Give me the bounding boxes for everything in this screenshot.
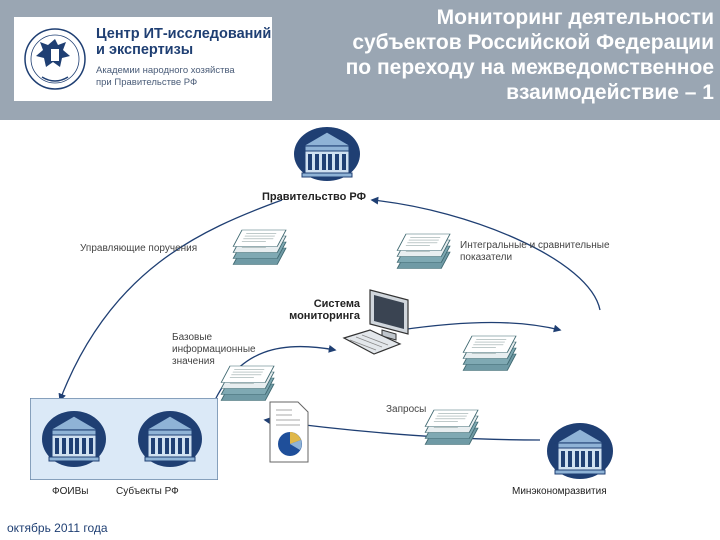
title-line-3: по переходу на межведомственное [345,56,714,79]
title-line-4: взаимодействие – 1 [506,81,714,104]
emblem-icon [24,28,86,90]
indicators-line-1: Интегральные и сравнительные [460,240,610,251]
system-label: Система мониторинга [272,298,360,322]
computer-icon [342,289,409,355]
report-document-icon [269,401,309,463]
institution-logo: Центр ИТ-исследований и экспертизы Акаде… [14,17,272,101]
government-building-icon [294,127,360,181]
base-values-line-3: значения [172,356,215,367]
requests-label: Запросы [386,404,427,415]
foiv-building-icon [42,411,106,467]
agencies-panel [30,398,218,480]
arrow-system-ministry [399,321,562,333]
ministry-building-icon [547,423,613,479]
arrow-indicators [370,196,601,311]
footer-date: октябрь 2011 года [0,514,160,540]
logo-line-3: Академии народного хозяйства [96,65,235,76]
indicators-doc-stack-icon [396,233,451,269]
subjects-label: Субъекты РФ [116,486,179,497]
arrow-instructions [58,199,283,402]
system-line-2: мониторинга [289,310,360,322]
requests-doc-stack-icon [424,409,479,445]
base-values-line-2: информационные [172,344,256,355]
instructions-doc-stack-icon [232,229,287,265]
logo-line-1: Центр ИТ-исследований [96,26,272,42]
foiv-label: ФОИВы [52,486,89,497]
date-text: октябрь 2011 года [7,521,108,535]
title-line-1: Мониторинг деятельности [436,6,714,29]
header-band: Центр ИТ-исследований и экспертизы Акаде… [0,0,720,120]
ministry-label: Минэкономразвития [512,486,607,497]
base-values-line-1: Базовые [172,332,213,343]
slide-title: Мониторинг деятельности субъектов Россий… [274,5,714,105]
indicators-line-2: показатели [460,252,513,263]
government-label: Правительство РФ [262,191,367,203]
instructions-label: Управляющие поручения [80,243,198,254]
subjects-building-icon [138,411,202,467]
logo-line-2: и экспертизы [96,42,194,58]
indicators-label: Интегральные и сравнительные показатели [460,240,610,264]
logo-line-4: при Правительстве РФ [96,77,198,88]
system-output-doc-stack-icon [462,335,517,371]
system-line-1: Система [313,298,360,310]
base-values-label: Базовые информационные значения [172,332,256,368]
title-line-2: субъектов Российской Федерации [352,31,714,54]
